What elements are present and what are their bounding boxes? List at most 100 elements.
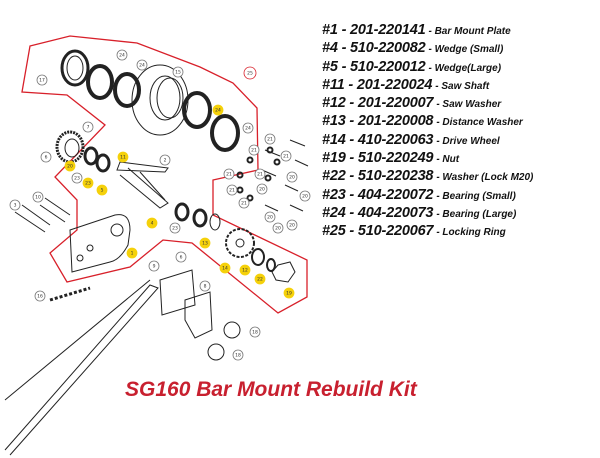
bar-mount-plate-1 <box>69 214 131 273</box>
part-description: - Bar Mount Plate <box>428 26 511 37</box>
guide-bar-9 <box>4 279 159 456</box>
kit-part-callout: 4 <box>146 217 158 229</box>
svg-text:20: 20 <box>259 187 265 193</box>
part-description: - Saw Washer <box>436 99 502 111</box>
part-callout: 8 <box>199 280 211 292</box>
part-callout: 16 <box>34 290 46 302</box>
kit-part-callout: 23 <box>82 177 94 189</box>
kit-part-callout: 11 <box>117 151 129 163</box>
part-code: 510-220082 <box>350 40 426 57</box>
part-separator: - <box>337 58 351 75</box>
part-callout: 21 <box>254 168 266 180</box>
svg-text:18: 18 <box>235 353 241 359</box>
part-separator: - <box>345 223 358 240</box>
part-separator: - <box>345 150 358 167</box>
svg-text:3: 3 <box>14 203 17 209</box>
part-separator: - <box>345 186 358 203</box>
bolts-20 <box>261 139 309 212</box>
parts-list-row: #5 - 510-220012- Wedge(Large) <box>322 57 533 75</box>
svg-text:13: 13 <box>202 241 208 247</box>
svg-text:14: 14 <box>222 266 228 272</box>
part-code: 510-220012 <box>350 58 426 75</box>
part-callout: 3 <box>9 199 21 211</box>
part-number: #19 <box>322 150 346 167</box>
part-code: 201-220024 <box>356 76 433 93</box>
part-callout: 15 <box>172 66 184 78</box>
part-description: - Bearing (Large) <box>436 208 517 220</box>
svg-text:1: 1 <box>131 251 134 257</box>
part-callout: 21 <box>264 133 276 145</box>
part-callout: 18 <box>232 349 244 361</box>
svg-text:10: 10 <box>35 195 41 201</box>
part-number: #4 <box>322 40 338 57</box>
part-number: #5 <box>322 58 338 75</box>
kit-part-callout: 13 <box>199 237 211 249</box>
part-code: 201-220141 <box>350 22 426 38</box>
parts-list-row: #14 - 410-220063- Drive Wheel <box>322 130 533 148</box>
part-code: 510-220249 <box>357 150 434 167</box>
svg-text:18: 18 <box>252 330 258 336</box>
part-callout: 24 <box>136 59 148 71</box>
nuts-18 <box>207 321 241 361</box>
kit-part-callout: 12 <box>239 264 251 276</box>
bearing-large <box>86 64 141 108</box>
part-description: - Distance Washer <box>436 117 523 129</box>
svg-text:4: 4 <box>151 221 154 227</box>
part-description: - Nut <box>436 154 460 166</box>
part-description: - Locking Ring <box>436 227 506 239</box>
part-description: - Wedge(Large) <box>428 62 502 74</box>
part-callout: 20 <box>256 183 268 195</box>
svg-text:21: 21 <box>283 154 289 160</box>
kit-part-callout: 5 <box>96 184 108 196</box>
part-separator: - <box>345 113 358 130</box>
parts-list-row: #19 - 510-220249- Nut <box>322 148 533 166</box>
rebuild-kit-outline <box>21 35 308 314</box>
part-callout: 24 <box>242 122 254 134</box>
part-number: #24 <box>322 204 346 221</box>
kit-part-callout: 24 <box>212 104 224 116</box>
nut-19 <box>271 261 296 283</box>
part-separator: - <box>337 40 351 57</box>
part-number: #1 <box>322 22 338 38</box>
distance-washer-13 <box>209 213 221 231</box>
kit-part-callout: 19 <box>283 287 295 299</box>
part-code: 404-220072 <box>357 186 434 203</box>
parts-list-row: #23 - 404-220072- Bearing (Small) <box>322 185 533 203</box>
part-description: - Bearing (Small) <box>436 190 516 202</box>
part-code: 404-220073 <box>357 204 434 221</box>
part-separator: - <box>345 95 358 112</box>
part-callout: 21 <box>280 150 292 162</box>
part-callout: 18 <box>249 326 261 338</box>
svg-text:24: 24 <box>215 108 221 114</box>
svg-text:20: 20 <box>67 164 73 170</box>
pins-3-10 <box>14 197 71 233</box>
kit-part-callout: 1 <box>126 247 138 259</box>
svg-text:11: 11 <box>120 155 126 161</box>
part-number: #25 <box>322 223 346 240</box>
part-separator: - <box>344 76 357 93</box>
svg-text:25: 25 <box>247 71 253 77</box>
parts-list-row: #22 - 510-220238- Washer (Lock M20) <box>322 166 533 184</box>
part-separator: - <box>345 168 358 185</box>
svg-text:17: 17 <box>39 78 45 84</box>
part-description: - Saw Shaft <box>435 80 490 92</box>
part-description: - Drive Wheel <box>436 135 500 147</box>
part-callout: 9 <box>148 260 160 272</box>
svg-text:20: 20 <box>275 226 281 232</box>
parts-list-row: #13 - 201-220008- Distance Washer <box>322 111 533 129</box>
svg-text:20: 20 <box>302 194 308 200</box>
part-callout: 21 <box>226 184 238 196</box>
kit-title: SG160 Bar Mount Rebuild Kit <box>125 378 417 401</box>
part-number: #12 <box>322 95 346 112</box>
part-code: 510-220238 <box>357 168 434 185</box>
part-callout: 20 <box>299 190 311 202</box>
part-separator: - <box>345 204 358 221</box>
parts-list-row: #24 - 404-220073- Bearing (Large) <box>322 203 533 221</box>
svg-text:12: 12 <box>242 268 248 274</box>
part-callout: 10 <box>32 191 44 203</box>
part-callout: 6 <box>175 251 187 263</box>
svg-text:16: 16 <box>37 294 43 300</box>
part-callout: 2 <box>159 154 171 166</box>
part-callout: 23 <box>169 222 181 234</box>
parts-list-row: #11 - 201-220024- Saw Shaft <box>322 75 533 93</box>
